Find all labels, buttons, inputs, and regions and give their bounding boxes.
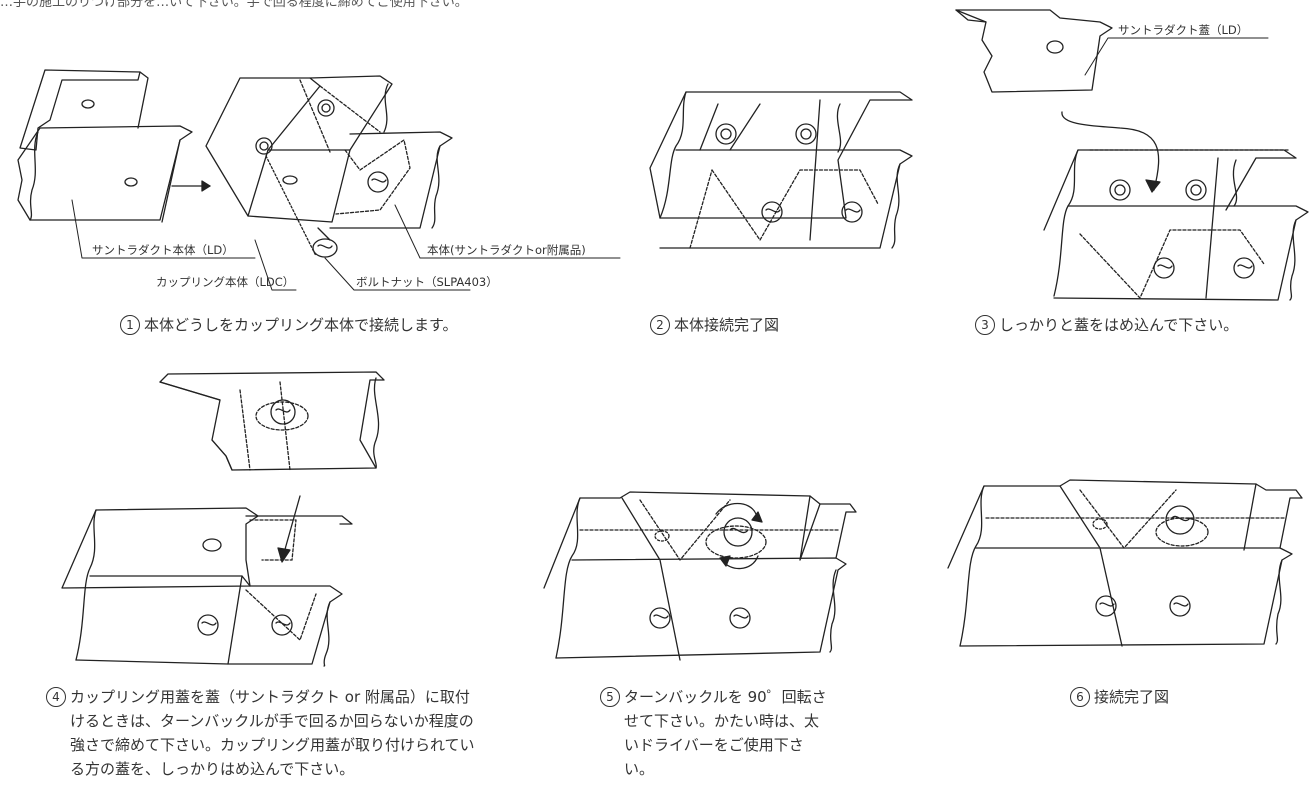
label-body-or-accessory: 本体(サントラダクトor附属品)	[427, 243, 586, 257]
fig1-duct-body	[17, 69, 193, 223]
fig3-leader	[1084, 37, 1269, 76]
fig5-assembly	[543, 491, 857, 661]
step-3-number: 3	[975, 315, 995, 335]
fig2-assembly	[649, 91, 913, 249]
step-2-text: 本体接続完了図	[674, 316, 780, 334]
fig1-leaders	[71, 199, 621, 291]
fig6-assembly	[947, 479, 1303, 647]
fig1-coupling	[205, 75, 453, 257]
fig3-arrowhead	[1145, 179, 1161, 193]
step-1-number: 1	[120, 315, 140, 335]
step-6-number: 6	[1070, 687, 1090, 707]
step-4-number: 4	[46, 687, 66, 707]
fig4-arrowhead	[277, 547, 291, 563]
fig3-lid	[955, 9, 1113, 93]
fig1-bolt	[312, 227, 338, 258]
fig1-arrowhead	[201, 180, 211, 192]
step-6-text: 接続完了図	[1094, 688, 1170, 706]
fig3-arrow	[1061, 111, 1160, 191]
label-lid-ld: サントラダクト蓋（LD）	[1118, 23, 1249, 37]
step-5-text: ターンバックルを 90゜回転させて下さい。かたい時は、太いドライバーをご使用下さ…	[624, 688, 827, 778]
fig4-coupling-lid	[159, 371, 385, 471]
step-5-number: 5	[600, 687, 620, 707]
label-bolt-nut: ボルトナット（SLPA403）	[356, 275, 498, 289]
fig3-assembly	[1043, 149, 1309, 301]
header-note: …手の施工のりつけ部分を…いて下さい。手で回る程度に締めてご使用下さい。	[0, 0, 468, 10]
step-1-text: 本体どうしをカップリング本体で接続します。	[144, 316, 458, 334]
step-4-text: カップリング用蓋を蓋（サントラダクト or 附属品）に取付けるときは、ターンバッ…	[70, 688, 475, 778]
label-body-ld: サントラダクト本体（LD）	[92, 243, 234, 257]
step-2-number: 2	[650, 315, 670, 335]
label-coupling-body: カップリング本体（LDC）	[156, 275, 295, 289]
step-3-text: しっかりと蓋をはめ込んで下さい。	[999, 316, 1239, 334]
fig4-assembly	[61, 507, 353, 667]
